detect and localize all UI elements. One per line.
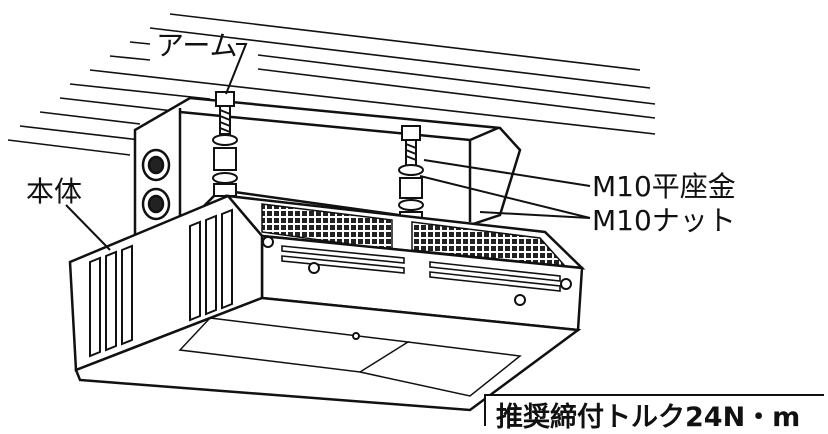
label-arm: アーム [156, 29, 238, 62]
label-m10-nut: M10ナット [592, 204, 736, 237]
light-body [68, 194, 586, 412]
label-m10-washer: M10平座金 [592, 170, 736, 203]
bracket-knob-upper [141, 148, 171, 182]
heat-fins [89, 208, 233, 358]
ceiling-hatch [7, 13, 656, 156]
front-slots [281, 245, 561, 292]
bracket-knob-lower [141, 187, 171, 221]
label-body: 本体 [26, 175, 83, 208]
torque-note: 推奨締付トルク24N・m [496, 402, 801, 433]
torque-note-box: 推奨締付トルク24N・m [484, 394, 824, 433]
leader-lines [65, 43, 591, 251]
left-bolt [212, 91, 238, 197]
screws [262, 236, 572, 340]
